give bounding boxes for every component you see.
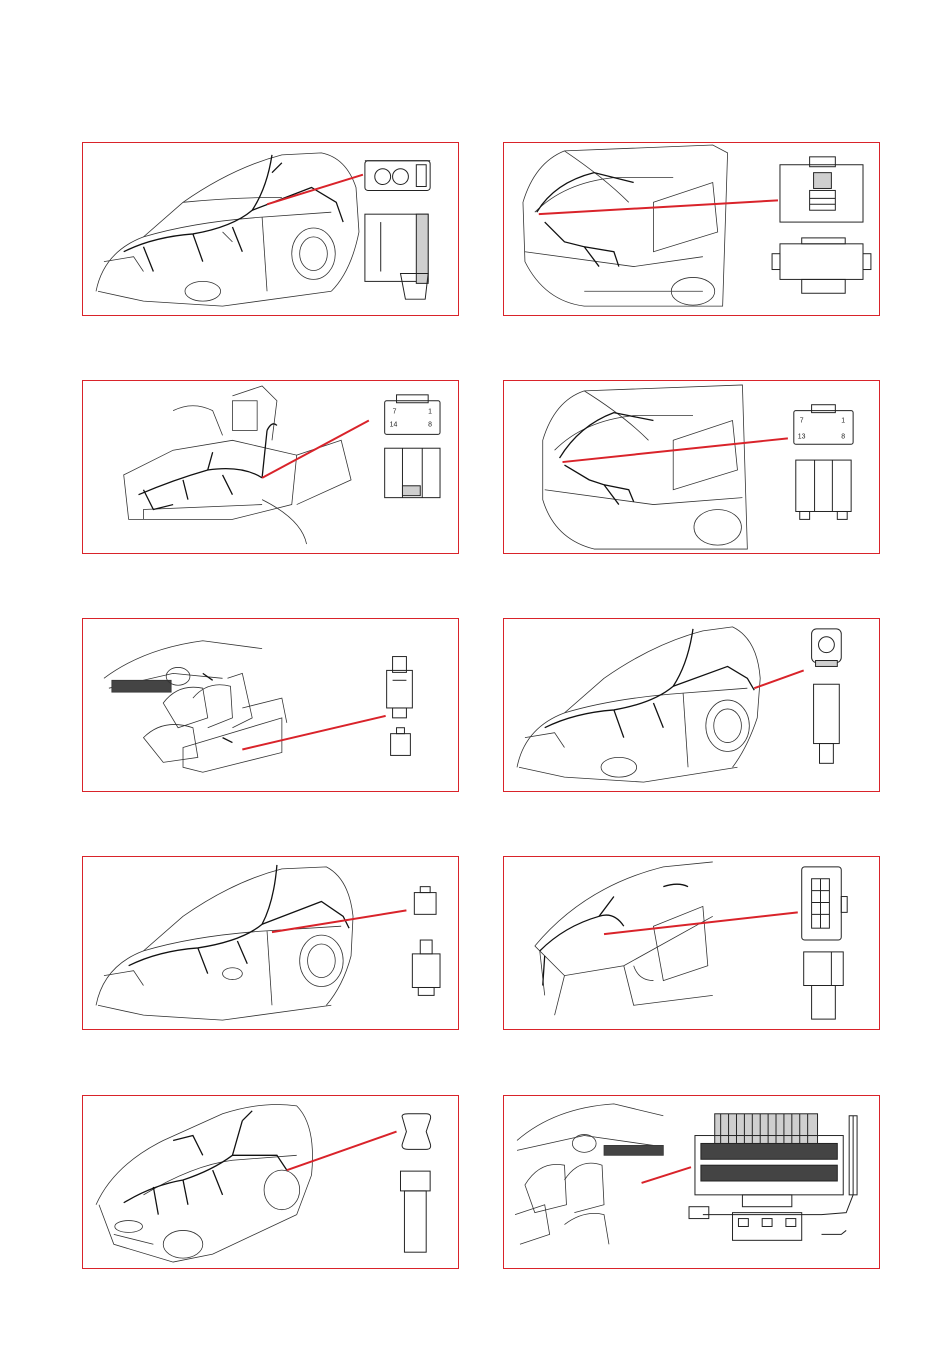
car-outline — [96, 867, 353, 1020]
diagram-panel-2 — [503, 142, 880, 316]
fuse-box — [689, 1114, 857, 1241]
leader-line — [604, 912, 798, 934]
leader-line — [287, 1132, 397, 1171]
leader-line — [539, 200, 778, 214]
interior-outline — [104, 641, 287, 772]
diagram-panel-8 — [503, 856, 880, 1030]
leader-line — [242, 716, 385, 750]
connector-front-view — [780, 157, 863, 222]
pin-label: 7 — [393, 409, 397, 416]
diagram-panel-5 — [82, 618, 459, 792]
panel-6-drawing — [504, 619, 879, 791]
connector-plug — [412, 940, 440, 995]
diagram-panel-9 — [82, 1095, 459, 1269]
wiring-harness — [560, 413, 654, 505]
pin-label: 14 — [390, 421, 398, 428]
leader-line — [267, 175, 363, 205]
connector-side-view — [400, 1171, 430, 1252]
connector-socket — [391, 728, 411, 756]
interior-outline — [515, 1104, 663, 1244]
wiring-harness — [124, 1111, 287, 1215]
pin-label: 1 — [428, 409, 432, 416]
panel-5-drawing — [83, 619, 458, 791]
connector-socket — [414, 887, 436, 915]
diagram-panel-1 — [82, 142, 459, 316]
leader-line — [754, 670, 803, 688]
connector-front-view — [812, 629, 842, 667]
diagram-panel-10 — [503, 1095, 880, 1269]
panel-4-drawing: 7 1 13 8 — [504, 381, 879, 553]
panel-8-drawing — [504, 857, 879, 1029]
car-outline — [543, 385, 748, 549]
panel-7-drawing — [83, 857, 458, 1029]
diagram-panel-4: 7 1 13 8 — [503, 380, 880, 554]
panel-1-drawing — [83, 143, 458, 315]
connector-top-view — [365, 161, 430, 191]
connector-side-view — [385, 448, 440, 497]
console-outline — [124, 386, 351, 544]
connector-front-view — [402, 1114, 431, 1150]
leader-line — [563, 438, 788, 462]
panel-2-drawing — [504, 143, 879, 315]
wiring-harness — [139, 424, 277, 510]
wiring-harness — [545, 629, 755, 738]
connector-side-view — [365, 214, 428, 299]
connector-pin-face — [802, 867, 847, 940]
pin-label: 1 — [841, 418, 845, 425]
wiring-harness — [540, 884, 688, 985]
diagram-panel-3: 7 1 14 8 — [82, 380, 459, 554]
diagram-panel-7 — [82, 856, 459, 1030]
connector-side-view — [796, 460, 851, 519]
panel-10-drawing — [504, 1096, 879, 1268]
wiring-harness — [129, 865, 349, 974]
connector-plug — [387, 657, 413, 718]
leader-line — [642, 1167, 691, 1183]
pin-label: 7 — [800, 418, 804, 425]
pin-label: 8 — [841, 433, 845, 440]
wiring-harness — [203, 673, 233, 742]
panel-3-drawing: 7 1 14 8 — [83, 381, 458, 553]
connector-side-view — [814, 684, 840, 763]
wiring-harness — [537, 173, 634, 267]
pin-label: 8 — [428, 421, 432, 428]
car-outline — [96, 153, 359, 306]
leader-line — [262, 421, 369, 478]
connector-side-view — [804, 952, 844, 1019]
car-outline — [535, 862, 713, 1015]
car-outline — [96, 1105, 312, 1263]
pin-label: 13 — [798, 433, 806, 440]
diagram-panel-6 — [503, 618, 880, 792]
connector-side-view — [772, 238, 871, 293]
car-outline — [523, 145, 728, 306]
panel-9-drawing — [83, 1096, 458, 1268]
